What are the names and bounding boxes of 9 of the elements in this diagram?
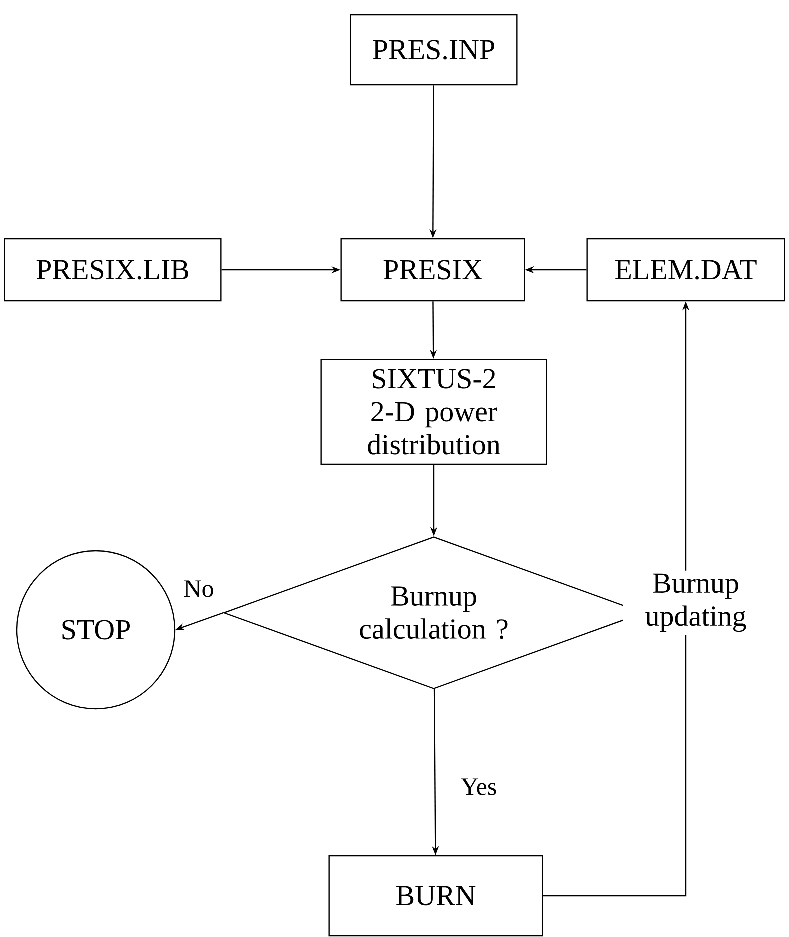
process-box: PRES.INP — [350, 14, 518, 86]
edge-label: Burnup updating — [623, 570, 769, 636]
process-box: PRESIX — [340, 238, 526, 302]
edge-label: Yes — [461, 778, 496, 796]
edge-label: No — [184, 580, 214, 598]
process-box: ELEM.DAT — [586, 238, 786, 302]
process-box: BURN — [328, 855, 544, 937]
process-box: PRESIX.LIB — [4, 238, 222, 302]
process-box: SIXTUS-2 2-D power distribution — [320, 359, 548, 466]
